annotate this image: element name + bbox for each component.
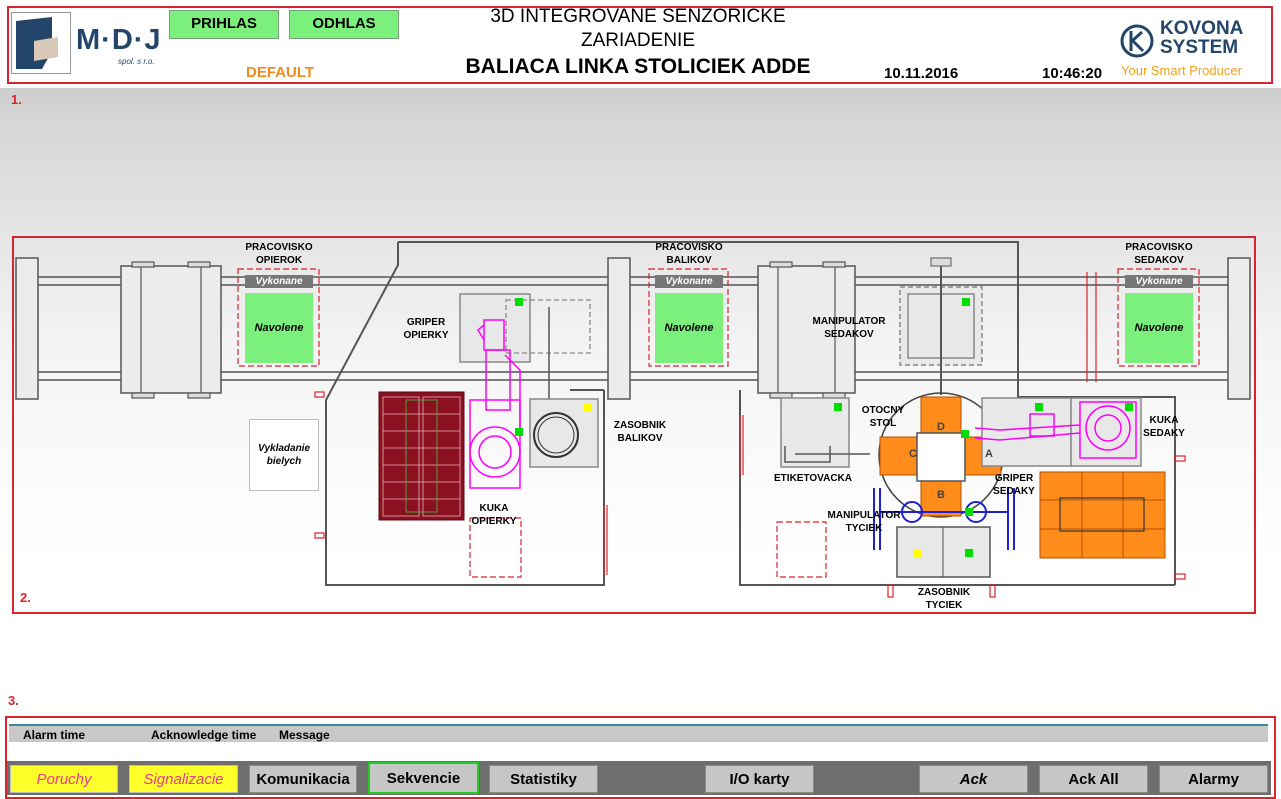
ws-sedakov-status: Vykonane xyxy=(1125,275,1193,288)
mdj-logo-text: M·D·J xyxy=(76,24,162,56)
statistiky-button[interactable]: Statistiky xyxy=(489,765,598,793)
ws-balikov-status: Vykonane xyxy=(655,275,723,288)
ws-sedakov-mode[interactable]: Navolene xyxy=(1125,293,1193,363)
alarmy-button[interactable]: Alarmy xyxy=(1159,765,1268,793)
etiketovacka-label: ETIKETOVACKA xyxy=(774,473,852,484)
mdj-logo-subtext: spol. s r.o. xyxy=(118,57,155,66)
manipulator-tyciek-label-2: TYCIEK xyxy=(845,523,883,534)
ws-balikov-title: PRACOVISKO BALIKOV xyxy=(639,241,739,267)
table-station-d: D xyxy=(937,421,945,433)
zasobnik-balikov-label: ZASOBNIK BALIKOV xyxy=(600,419,680,445)
otocny-stol-label-1: OTOCNY xyxy=(861,405,905,416)
gripper-opierky-label-1: GRIPER xyxy=(406,317,446,328)
gripper-opierky-label-2: OPIERKY xyxy=(403,330,449,341)
ack-button[interactable]: Ack xyxy=(919,765,1028,793)
gripper-sedaky-label: GRIPER SEDAKY xyxy=(984,472,1044,498)
otocny-stol-label: OTOCNY STOL xyxy=(850,404,916,430)
table-station-b: B xyxy=(937,489,945,501)
zasobnik-tyciek-label-2: TYCIEK xyxy=(925,600,963,611)
ws-balikov-mode[interactable]: Navolene xyxy=(655,293,723,363)
alarm-col-message: Message xyxy=(279,728,330,742)
diagram-frame xyxy=(12,236,1256,614)
signalizacie-button[interactable]: Signalizacie xyxy=(129,765,238,793)
manipulator-tyciek-label-1: MANIPULATOR xyxy=(827,510,901,521)
section-3-label: 3. xyxy=(8,693,19,708)
manipulator-sedakov-label-2: SEDAKOV xyxy=(824,329,874,340)
table-station-a: A xyxy=(985,448,993,460)
ws-sedakov-title-1: PRACOVISKO xyxy=(1125,242,1193,253)
current-user: DEFAULT xyxy=(246,64,315,81)
ws-opierok-mode[interactable]: Navolene xyxy=(245,293,313,363)
logout-button[interactable]: ODHLAS xyxy=(289,10,399,39)
ws-balikov-title-1: PRACOVISKO xyxy=(655,242,723,253)
zasobnik-balikov-label-1: ZASOBNIK xyxy=(613,420,667,431)
alarm-list[interactable] xyxy=(9,742,1268,761)
zasobnik-balikov-label-2: BALIKOV xyxy=(617,433,663,444)
alarm-col-ack: Acknowledge time xyxy=(151,728,257,742)
ws-balikov-title-2: BALIKOV xyxy=(666,255,712,266)
manipulator-sedakov-label: MANIPULATOR SEDAKOV xyxy=(800,315,898,341)
zasobnik-tyciek-label: ZASOBNIK TYCIEK xyxy=(899,586,989,612)
gripper-sedaky-label-1: GRIPER xyxy=(994,473,1034,484)
kovona-line-2: SYSTEM xyxy=(1160,37,1239,58)
alarm-panel-frame xyxy=(5,716,1276,799)
alarm-col-time: Alarm time xyxy=(23,728,86,742)
poruchy-button[interactable]: Poruchy xyxy=(10,765,118,793)
ack-all-button[interactable]: Ack All xyxy=(1039,765,1148,793)
vykladanie-label-1: Vykladanie xyxy=(257,443,311,454)
header-frame xyxy=(7,6,1273,84)
sekvencie-button[interactable]: Sekvencie xyxy=(368,762,479,794)
ws-opierok-title-2: OPIEROK xyxy=(255,255,303,266)
zasobnik-tyciek-label-1: ZASOBNIK xyxy=(917,587,971,598)
kuka-sedaky-label-2: SEDAKY xyxy=(1143,428,1185,439)
io-karty-button[interactable]: I/O karty xyxy=(705,765,814,793)
title-line-1: 3D INTEGROVANE SENZORICKE xyxy=(490,6,786,27)
mdj-logo-mark xyxy=(11,12,71,74)
kovona-tagline: Your Smart Producer xyxy=(1121,63,1242,78)
kuka-opierky-label: KUKA OPIERKY xyxy=(454,502,534,528)
vykladanie-bielych-button[interactable]: Vykladanie bielych xyxy=(249,419,319,491)
vykladanie-label-2: bielych xyxy=(266,456,302,467)
gripper-opierky-label: GRIPER OPIERKY xyxy=(386,316,466,342)
manipulator-sedakov-label-1: MANIPULATOR xyxy=(812,316,886,327)
page-title: BALIACA LINKA STOLICIEK ADDE xyxy=(465,55,811,78)
table-station-c: C xyxy=(909,448,917,460)
kuka-opierky-label-1: KUKA xyxy=(479,503,509,514)
ws-opierok-title: PRACOVISKO OPIEROK xyxy=(229,241,329,267)
login-button[interactable]: PRIHLAS xyxy=(169,10,279,39)
ws-opierok-status: Vykonane xyxy=(245,275,313,288)
section-2-label: 2. xyxy=(20,590,31,605)
ws-sedakov-title: PRACOVISKO SEDAKOV xyxy=(1109,241,1209,267)
kovona-line-1: KOVONA xyxy=(1160,18,1244,39)
ws-opierok-title-1: PRACOVISKO xyxy=(245,242,313,253)
alarm-table-header: Alarm time Acknowledge time Message xyxy=(9,724,1268,744)
kuka-sedaky-label-1: KUKA xyxy=(1149,415,1179,426)
komunikacia-button[interactable]: Komunikacia xyxy=(249,765,357,793)
kovona-logo-icon xyxy=(1120,24,1154,63)
gripper-sedaky-label-2: SEDAKY xyxy=(993,486,1035,497)
title-line-2: ZARIADENIE xyxy=(580,30,696,51)
kuka-opierky-label-2: OPIERKY xyxy=(471,516,517,527)
kovona-logo-text: KOVONA SYSTEM xyxy=(1160,19,1243,57)
section-1-label: 1. xyxy=(11,92,22,107)
time-display: 10:46:20 xyxy=(1042,65,1103,82)
otocny-stol-label-2: STOL xyxy=(869,418,897,429)
kuka-sedaky-label: KUKA SEDAKY xyxy=(1134,414,1194,440)
date-display: 10.11.2016 xyxy=(884,65,959,82)
ws-sedakov-title-2: SEDAKOV xyxy=(1134,255,1184,266)
manipulator-tyciek-label: MANIPULATOR TYCIEK xyxy=(814,509,914,535)
